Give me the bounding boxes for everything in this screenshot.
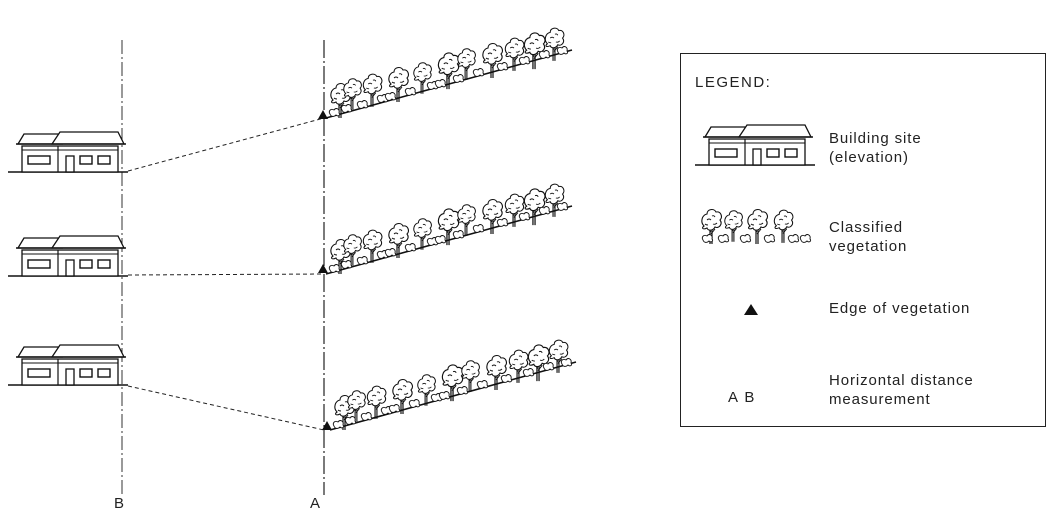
legend-item-edge-of-vegetation: Edge of vegetation (829, 300, 971, 317)
legend-item-horizontal-distance: Horizontal distance measurement (829, 372, 974, 408)
vegetation-band (326, 28, 572, 118)
ab-label: A B (728, 389, 756, 406)
vegetation-icon (701, 208, 812, 245)
legend-title: LEGEND: (695, 74, 772, 91)
vegetation-edge-marker (318, 110, 328, 119)
distance-line (127, 273, 325, 276)
house-icon (7, 235, 129, 277)
distance-line (127, 117, 325, 172)
legend-item-classified-vegetation: Classified vegetation (829, 219, 908, 255)
row-lower (7, 340, 576, 431)
distance-line (127, 385, 325, 431)
house-icon (7, 344, 129, 386)
triangle-marker-icon (744, 304, 758, 315)
vegetation-band (326, 184, 572, 274)
vegetation-band (330, 340, 576, 430)
row-upper (7, 28, 572, 173)
vegetation-edge-marker (318, 264, 328, 273)
row-middle (7, 184, 572, 277)
legend-box: LEGEND: Building site (elevation) Classi… (680, 53, 1046, 427)
axis-label-b: B (114, 495, 125, 512)
house-icon (7, 131, 129, 173)
legend-item-building-site: Building site (elevation) (829, 130, 922, 166)
diagram-canvas (7, 0, 680, 495)
house-icon (694, 124, 816, 166)
axis-label-a: A (310, 495, 321, 512)
